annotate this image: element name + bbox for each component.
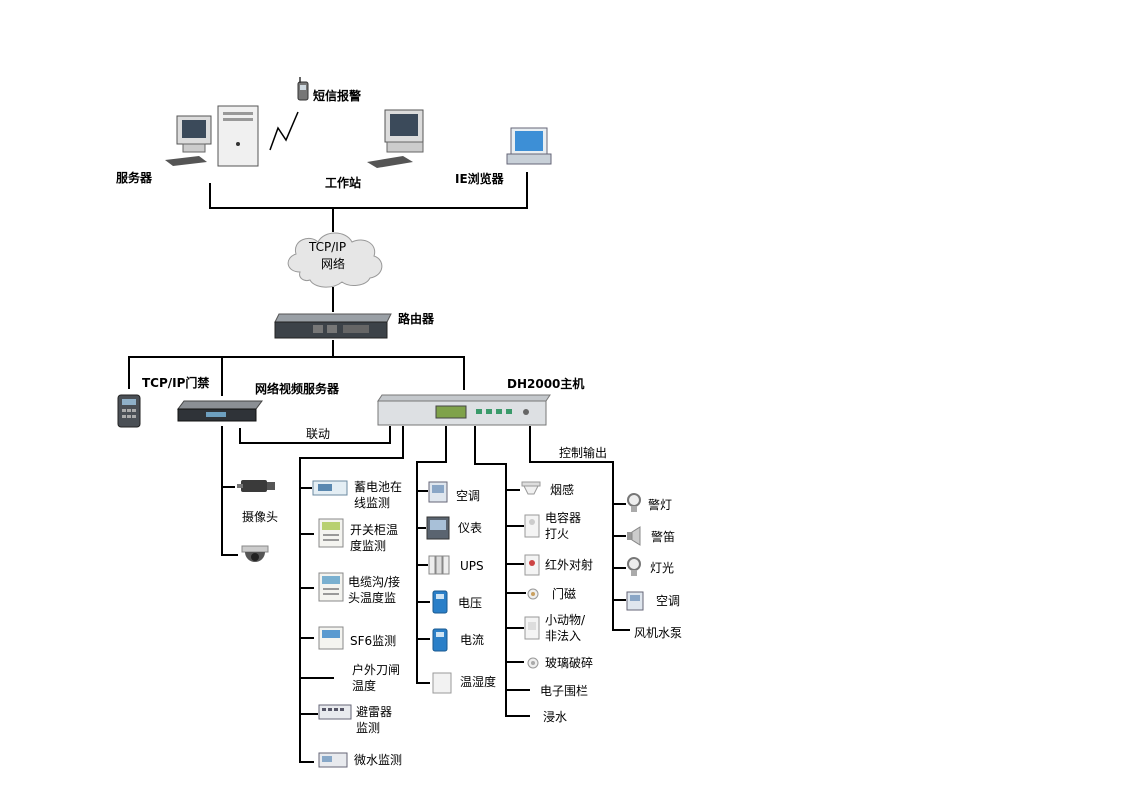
dh2000-host-icon — [376, 393, 552, 431]
server-label: 服务器 — [116, 171, 153, 185]
switchgear-label: 开关柜温度监测 — [350, 523, 399, 553]
glass-label: 玻璃破碎 — [545, 656, 594, 670]
bullet-camera-icon — [235, 476, 279, 500]
siren-label: 警笛 — [651, 530, 676, 544]
access-control-label: TCP/IP门禁 — [142, 376, 210, 390]
camera-label: 摄像头 — [242, 510, 279, 524]
temp-humidity-sensor-icon — [432, 672, 452, 698]
ups-icon — [428, 555, 450, 579]
sf6-monitor-icon — [318, 626, 344, 654]
siren-icon — [626, 526, 642, 550]
animal-intrusion-detector-icon — [524, 616, 540, 644]
battery-monitor-icon — [312, 480, 348, 500]
sms-alarm-label: 短信报警 — [313, 89, 362, 103]
switchgear-temp-monitor-icon — [318, 518, 344, 552]
voltage-sensor-icon — [432, 590, 448, 618]
smoke-detector-icon — [520, 480, 542, 500]
capacitor-spark-detector-icon — [524, 514, 540, 542]
alarm-light-label: 警灯 — [648, 498, 673, 512]
glass-break-detector-icon — [526, 655, 540, 674]
ie-browser-label: IE浏览器 — [455, 172, 504, 186]
outdoor-label: 户外刀闸温度 — [352, 663, 401, 693]
temp-humidity-label: 温湿度 — [460, 675, 497, 689]
workstation-icon — [365, 108, 435, 174]
door-label: 门磁 — [552, 587, 577, 601]
animal-label: 小动物/非法入 — [545, 613, 586, 643]
phone-icon — [296, 76, 310, 106]
video-server-label: 网络视频服务器 — [255, 382, 340, 396]
current-sensor-icon — [432, 628, 448, 656]
door-magnet-icon — [526, 586, 540, 605]
alarm-light-icon — [626, 492, 642, 518]
arrester-monitor-icon — [318, 704, 352, 724]
host-label: DH2000主机 — [507, 377, 585, 391]
access-control-keypad-icon — [116, 393, 142, 433]
fan-pump-label: 风机水泵 — [634, 626, 683, 640]
meter-label: 仪表 — [458, 521, 483, 535]
network-cloud — [280, 228, 388, 294]
control-ac-icon — [626, 591, 644, 615]
linkage-label: 联动 — [306, 427, 331, 441]
ups-label: UPS — [460, 559, 484, 573]
battery-label: 蓄电池在线监测 — [354, 480, 403, 510]
lighting-label: 灯光 — [650, 561, 675, 575]
micro-water-monitor-icon — [318, 752, 348, 772]
flood-label: 浸水 — [543, 710, 568, 724]
control-output-label: 控制输出 — [559, 446, 608, 460]
workstation-label: 工作站 — [325, 176, 362, 190]
control-ac-label: 空调 — [656, 594, 681, 608]
sf6-label: SF6监测 — [350, 634, 397, 648]
infrared-beam-icon — [524, 554, 540, 580]
ie-browser-monitor-icon — [505, 126, 553, 170]
micro-water-label: 微水监测 — [354, 753, 403, 767]
current-label: 电流 — [460, 633, 485, 647]
cloud-label-1: TCP/IP — [309, 240, 347, 254]
arrester-label: 避雷器监测 — [356, 705, 393, 735]
cable-temp-monitor-icon — [318, 572, 344, 606]
smoke-label: 烟感 — [550, 483, 575, 497]
cloud-label-2: 网络 — [321, 257, 346, 271]
cable-label: 电缆沟/接头温度监 — [348, 575, 401, 605]
voltage-label: 电压 — [458, 596, 483, 610]
server-computer-icon — [163, 104, 267, 174]
air-conditioner-icon — [428, 481, 448, 507]
router-label: 路由器 — [398, 312, 435, 326]
ac-label: 空调 — [456, 489, 481, 503]
meter-icon — [426, 516, 450, 544]
dome-camera-icon — [238, 542, 272, 574]
light-icon — [626, 556, 642, 582]
router-icon — [273, 312, 393, 344]
infrared-label: 红外对射 — [545, 558, 594, 572]
capacitor-label: 电容器打火 — [545, 511, 582, 541]
video-server-icon — [176, 399, 264, 429]
fence-label: 电子围栏 — [540, 684, 589, 698]
